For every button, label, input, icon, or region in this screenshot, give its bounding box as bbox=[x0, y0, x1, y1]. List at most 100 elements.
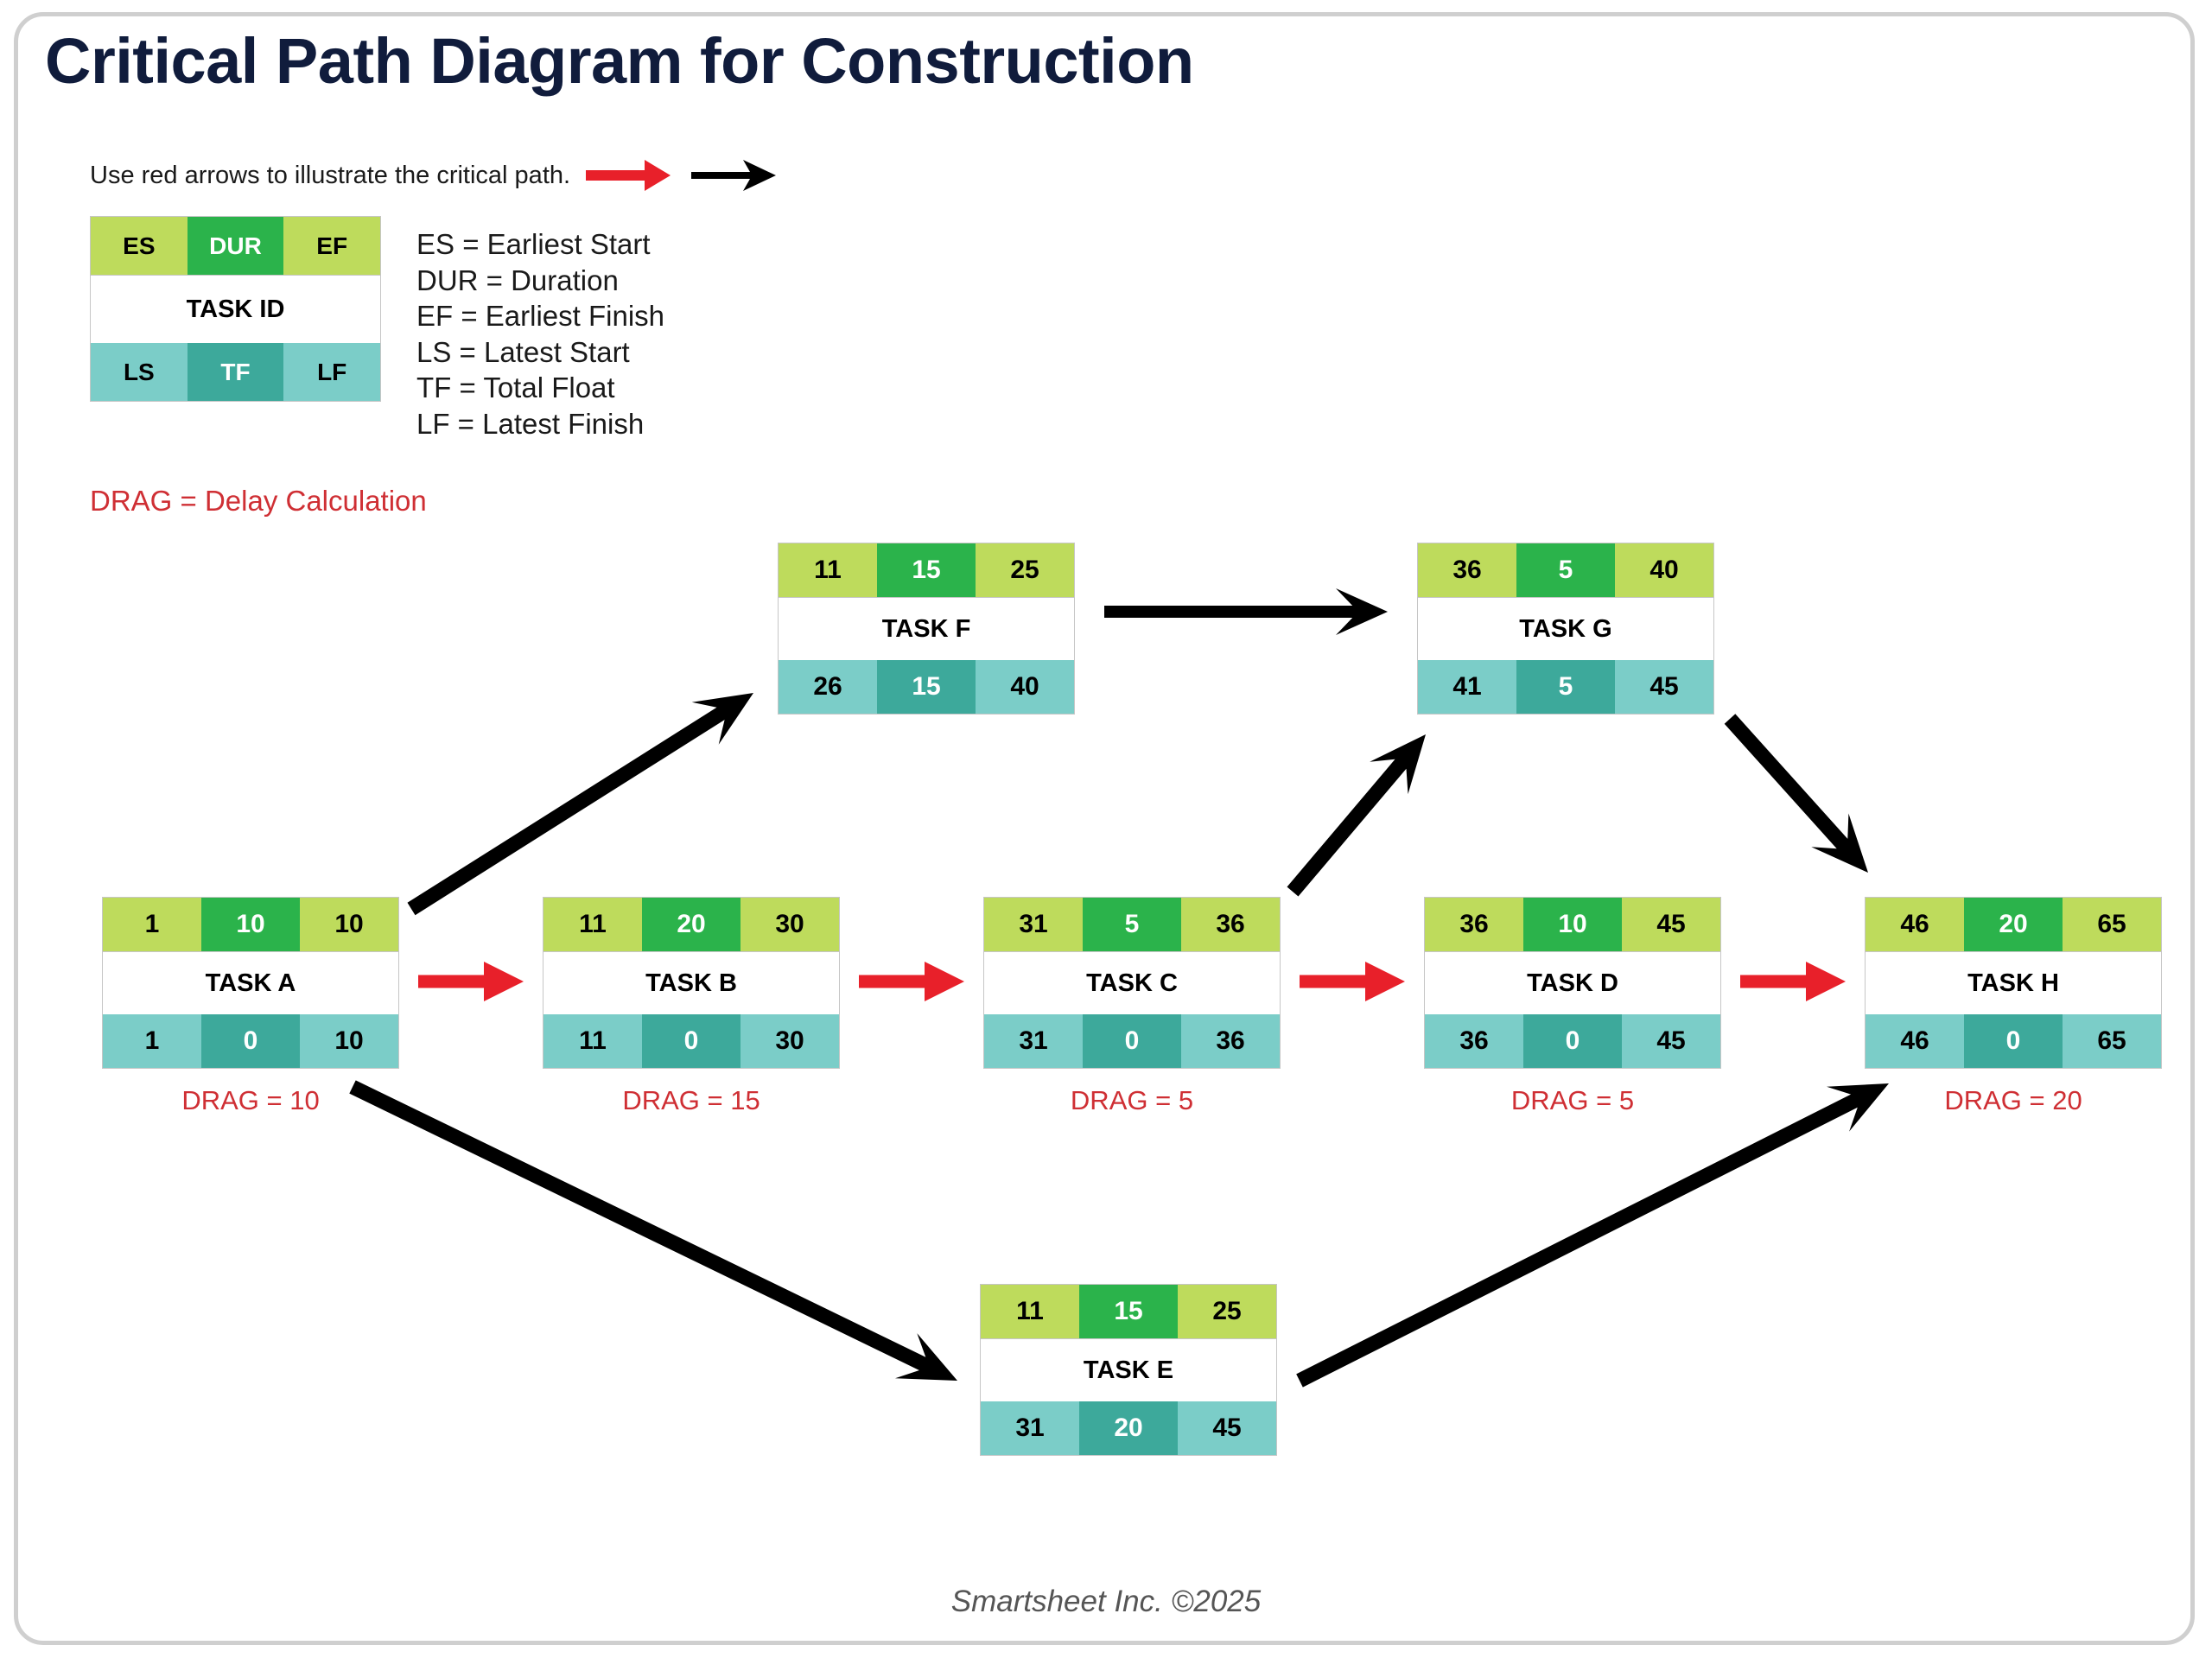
drag-legend-text: DRAG = Delay Calculation bbox=[90, 485, 427, 517]
task-f-tf: 15 bbox=[877, 660, 976, 714]
legend-es-cell: ES bbox=[91, 217, 188, 275]
task-g-es: 36 bbox=[1418, 543, 1516, 597]
task-b-ef: 30 bbox=[741, 898, 839, 951]
task-h-dur: 20 bbox=[1964, 898, 2063, 951]
legend-ef-cell: EF bbox=[283, 217, 381, 275]
task-b-tf: 0 bbox=[642, 1014, 741, 1068]
legend-task-id-cell: TASK ID bbox=[90, 276, 381, 343]
task-f-dur: 15 bbox=[877, 543, 976, 597]
edge-d-to-h-critical bbox=[1740, 962, 1846, 1001]
task-e-tf: 20 bbox=[1079, 1401, 1178, 1455]
legend-def-lf: LF = Latest Finish bbox=[416, 407, 645, 440]
task-f-es: 11 bbox=[779, 543, 877, 597]
task-c-ef: 36 bbox=[1181, 898, 1280, 951]
subtitle-text: Use red arrows to illustrate the critica… bbox=[90, 161, 571, 189]
task-a-lf: 10 bbox=[300, 1014, 398, 1068]
task-h-tf: 0 bbox=[1964, 1014, 2063, 1068]
legend-def-ls: LS = Latest Start bbox=[416, 335, 630, 368]
edge-c-to-g bbox=[1287, 734, 1426, 897]
task-a-ef: 10 bbox=[300, 898, 398, 951]
legend-dur-cell: DUR bbox=[187, 217, 284, 275]
legend-def-ef: EF = Earliest Finish bbox=[416, 300, 665, 333]
task-d-dur: 10 bbox=[1523, 898, 1622, 951]
edge-a-to-e bbox=[349, 1080, 957, 1381]
legend-key-bottom-row: LS TF LF bbox=[90, 343, 381, 402]
task-b-id-label: TASK B bbox=[543, 952, 840, 1014]
task-f-ef: 25 bbox=[976, 543, 1074, 597]
legend-def-es: ES = Earliest Start bbox=[416, 228, 651, 260]
task-c-ls: 31 bbox=[984, 1014, 1083, 1068]
edge-b-to-c-critical bbox=[859, 962, 964, 1001]
legend-tf-cell: TF bbox=[187, 343, 284, 401]
task-d-ls: 36 bbox=[1425, 1014, 1523, 1068]
task-e-dur: 15 bbox=[1079, 1285, 1178, 1338]
task-h-lf: 65 bbox=[2063, 1014, 2161, 1068]
task-h-id-label: TASK H bbox=[1865, 952, 2162, 1014]
task-h-ef: 65 bbox=[2063, 898, 2161, 951]
red-critical-path-arrow-icon bbox=[570, 151, 683, 200]
task-b-ls: 11 bbox=[543, 1014, 642, 1068]
task-d-drag-label: DRAG = 5 bbox=[1510, 1085, 1635, 1115]
task-f-lf: 40 bbox=[976, 660, 1074, 714]
task-d-ef: 45 bbox=[1622, 898, 1720, 951]
edge-a-to-f bbox=[407, 693, 753, 916]
task-d-id-label: TASK D bbox=[1424, 952, 1721, 1014]
task-c-drag-label: DRAG = 5 bbox=[1070, 1085, 1194, 1115]
task-a-id-label: TASK A bbox=[102, 952, 399, 1014]
page-title: Critical Path Diagram for Construction bbox=[45, 25, 1194, 97]
legend-definitions: ES = Earliest Start DUR = Duration EF = … bbox=[416, 226, 664, 441]
edge-g-to-h bbox=[1724, 714, 1868, 873]
task-h-ls: 46 bbox=[1866, 1014, 1964, 1068]
edge-a-to-b-critical bbox=[418, 962, 524, 1001]
task-a-tf: 0 bbox=[201, 1014, 300, 1068]
task-a-dur: 10 bbox=[201, 898, 300, 951]
task-h-es: 46 bbox=[1866, 898, 1964, 951]
legend-def-dur: DUR = Duration bbox=[416, 264, 619, 296]
task-c-lf: 36 bbox=[1181, 1014, 1280, 1068]
task-g-lf: 45 bbox=[1615, 660, 1713, 714]
edge-f-to-g bbox=[1104, 588, 1388, 635]
task-h-drag-label: DRAG = 20 bbox=[1944, 1085, 2082, 1115]
task-g-dur: 5 bbox=[1516, 543, 1615, 597]
legend-lf-cell: LF bbox=[283, 343, 381, 401]
task-g-ef: 40 bbox=[1615, 543, 1713, 597]
task-e-ef: 25 bbox=[1178, 1285, 1276, 1338]
task-b-dur: 20 bbox=[642, 898, 741, 951]
task-g-id-label: TASK G bbox=[1417, 598, 1714, 660]
subtitle-row: Use red arrows to illustrate the critica… bbox=[90, 151, 786, 200]
task-d-lf: 45 bbox=[1622, 1014, 1720, 1068]
legend-ls-cell: LS bbox=[91, 343, 188, 401]
task-b-lf: 30 bbox=[741, 1014, 839, 1068]
legend-key-box: ES DUR EF TASK ID LS TF LF bbox=[90, 216, 381, 402]
task-b-drag-label: DRAG = 15 bbox=[622, 1085, 760, 1115]
task-d-tf: 0 bbox=[1523, 1014, 1622, 1068]
legend-def-tf: TF = Total Float bbox=[416, 372, 615, 404]
edge-c-to-d-critical bbox=[1300, 962, 1405, 1001]
legend-key-top-row: ES DUR EF bbox=[90, 216, 381, 276]
edge-e-to-h bbox=[1296, 1083, 1889, 1388]
task-f-ls: 26 bbox=[779, 660, 877, 714]
task-e-ls: 31 bbox=[981, 1401, 1079, 1455]
